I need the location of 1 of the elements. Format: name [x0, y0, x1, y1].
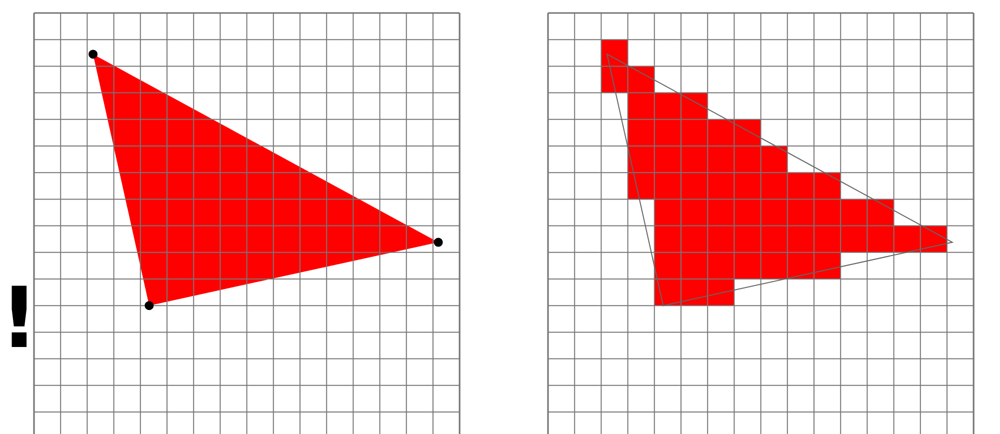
exclamation-mark: ! — [0, 276, 38, 360]
